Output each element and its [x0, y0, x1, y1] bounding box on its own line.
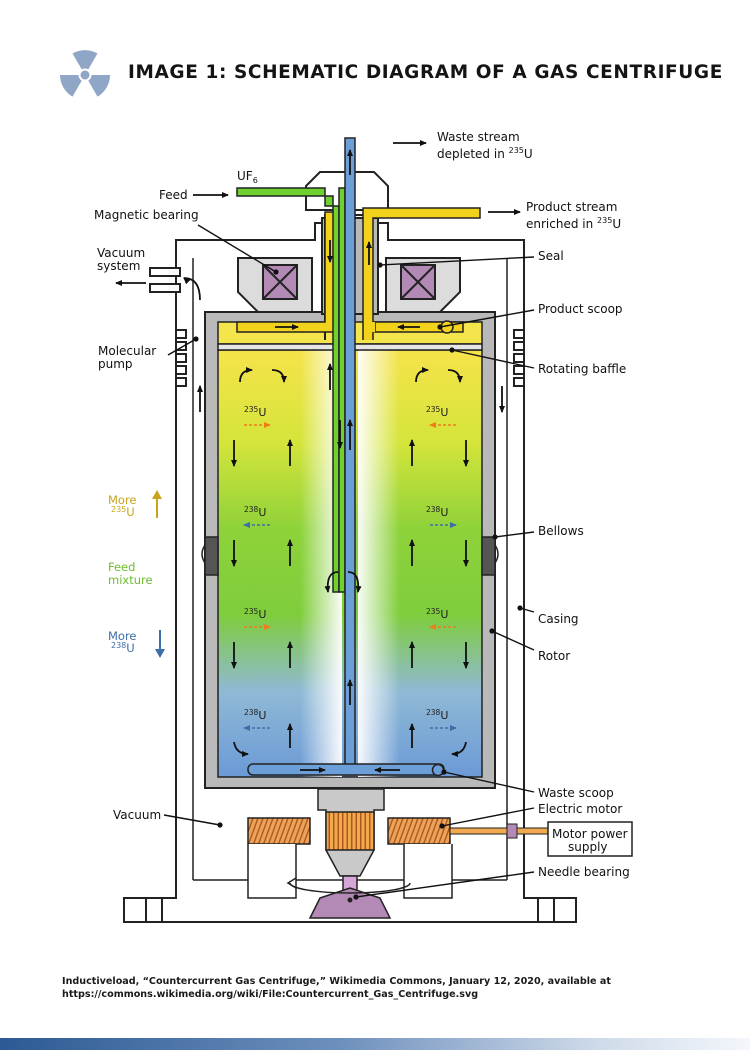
svg-text:depleted in 235U: depleted in 235U	[437, 146, 533, 161]
rotor-label: Rotor	[538, 649, 570, 663]
waste-scoop-label: Waste scoop	[538, 786, 614, 800]
svg-text:mixture: mixture	[108, 573, 153, 587]
molecular-pump-label: Molecular	[98, 344, 156, 358]
svg-text:system: system	[97, 259, 140, 273]
magnetic-bearing-label: Magnetic bearing	[94, 208, 199, 222]
motor-power-supply-label: Motor power	[552, 827, 628, 841]
bellows-label: Bellows	[538, 524, 584, 538]
electric-motor	[247, 817, 453, 899]
waste-stream-label: Waste stream	[437, 130, 520, 144]
source-credit: Inductiveload, “Countercurrent Gas Centr…	[62, 975, 611, 1001]
rotating-baffle-label: Rotating baffle	[538, 362, 626, 376]
svg-text:238U: 238U	[244, 708, 266, 722]
svg-text:235U: 235U	[111, 505, 135, 519]
svg-text:238U: 238U	[244, 505, 266, 519]
more-238-label: More	[108, 629, 137, 643]
vacuum-label: Vacuum	[113, 808, 161, 822]
svg-text:enriched in 235U: enriched in 235U	[526, 216, 621, 231]
page-title: IMAGE 1: SCHEMATIC DIAGRAM OF A GAS CENT…	[128, 62, 723, 83]
svg-text:supply: supply	[568, 840, 608, 854]
product-scoop-label: Product scoop	[538, 302, 623, 316]
svg-text:238U: 238U	[426, 505, 448, 519]
svg-text:235U: 235U	[426, 607, 448, 621]
credit-line-2: https://commons.wikimedia.org/wiki/File:…	[62, 989, 479, 1000]
svg-text:238U: 238U	[111, 641, 135, 655]
waste-pipe	[344, 137, 356, 767]
credit-line-1: Inductiveload, “Countercurrent Gas Centr…	[62, 976, 611, 987]
magnetic-bearing	[262, 264, 436, 300]
power-cable	[449, 827, 549, 835]
motor-power-supply-box	[547, 821, 633, 857]
bottom-accent-bar	[0, 1038, 750, 1050]
svg-text:pump: pump	[98, 357, 133, 371]
more-235-label: More	[108, 493, 137, 507]
motor-rotor	[325, 811, 375, 851]
electric-motor-label: Electric motor	[538, 802, 622, 816]
needle-bearing	[347, 897, 353, 903]
svg-text:238U: 238U	[426, 708, 448, 722]
vacuum-port	[149, 267, 181, 293]
waste-scoop	[247, 763, 445, 776]
radiation-trefoil-icon	[60, 50, 110, 97]
casing-label: Casing	[538, 612, 579, 626]
feed-label: Feed	[159, 188, 188, 202]
svg-text:235U: 235U	[244, 405, 266, 419]
uf6-label: UF6	[237, 169, 258, 185]
svg-text:235U: 235U	[244, 607, 266, 621]
vacuum-system-label: Vacuum	[97, 246, 145, 260]
feed-mixture-label: Feed	[108, 560, 135, 574]
bellows	[201, 536, 499, 576]
svg-text:235U: 235U	[426, 405, 448, 419]
seal-label: Seal	[538, 249, 564, 263]
product-stream-label: Product stream	[526, 200, 617, 214]
needle-bearing-label: Needle bearing	[538, 865, 630, 879]
